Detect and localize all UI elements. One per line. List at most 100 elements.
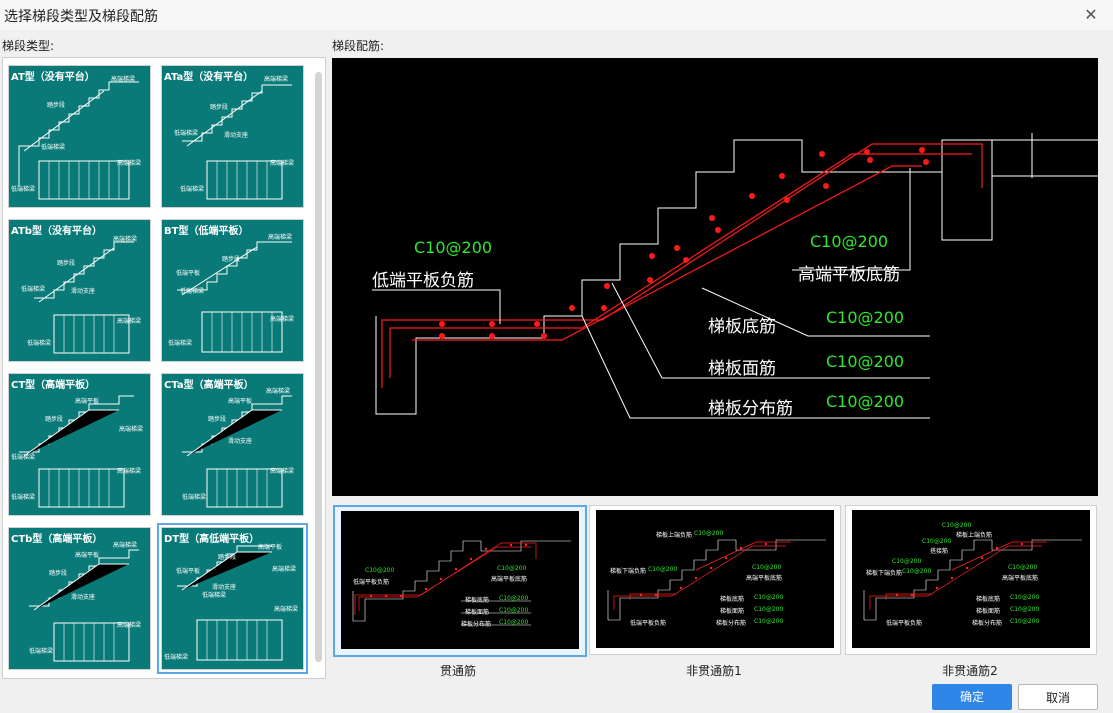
close-icon[interactable]: ✕ [1084,5,1098,24]
option-caption-non-through-1: 非贯通筋1 [686,664,742,678]
stair-type-ct[interactable]: CT型（高端平板） 高端平板 踏步段 高端梯梁 高端梯梁 低端梯梁 低端梯梁 [8,373,151,516]
low-bar-label: 低端平板负筋 [372,271,474,291]
scrollbar[interactable] [315,72,322,662]
diagram-label: 低端梯梁 [174,130,199,137]
diagram-label: 高端梯梁 [270,468,295,475]
stair-type-ata[interactable]: ATa型（没有平台） 高端梯梁 踏步段 低端梯梁 滑动支座 高端梯梁 低端梯梁 [161,65,304,208]
diagram-label: 低端梯梁 [180,288,205,295]
diagram-label: 低端梯梁 [11,494,36,501]
option-label: C10@200 [892,558,922,565]
diagram-label: 滑动支座 [224,132,249,139]
diagram-label: 滑动支座 [212,584,237,591]
diagram-label: 低端梯梁 [180,186,205,193]
stair-type-name: BT型（低端平板） [164,226,249,237]
option-label: 高端平板底筋 [491,576,528,583]
option-label: 梯板底筋 [976,596,1001,603]
stair-type-atb[interactable]: ATb型（没有平台） 高端梯梁 踏步段 低端梯梁 滑动支座 高端梯梁 低端梯梁 [8,219,151,362]
stair-type-name: CT型（高端平板） [11,380,96,391]
option-label: 搭接筋 [930,548,949,555]
diagram-label: 低端梯梁 [11,454,36,461]
option-label: C10@200 [499,607,529,614]
option-label: 梯板上端负筋 [656,532,693,539]
stair-type-name: CTb型（高端平板） [11,534,103,545]
diagram-label: 踏步段 [47,102,66,109]
stair-type-name: ATb型（没有平台） [11,226,102,237]
diagram-label: 高端梯梁 [266,388,291,395]
diagram-label: 滑动支座 [71,288,96,295]
stair-type-cta[interactable]: CTa型（高端平板） 高端梯梁 高端平板 踏步段 滑动支座 高端梯梁 低端梯梁 [161,373,304,516]
diagram-label: 低端梯梁 [29,648,54,655]
diagram-label: 踏步段 [57,260,76,267]
diagram-label: 踏步段 [45,416,64,423]
diagram-label: 高端梯梁 [117,318,142,325]
diagram-label: 低端梯梁 [168,340,193,347]
cancel-button[interactable]: 取消 [1018,684,1098,710]
option-through-bar[interactable]: C10@200 低端平板负筋 C10@200 高端平板底筋 梯板底筋 C10@2… [333,505,587,657]
bottom-bar-label: 梯板底筋 [708,317,776,337]
stair-type-label: 梯段类型: [2,39,55,53]
high-spec: C10@200 [810,232,889,251]
diagram-label: 高端平板 [228,398,253,405]
option-caption-non-through-2: 非贯通筋2 [942,664,998,678]
stair-type-list[interactable]: AT型（没有平台） 高端梯梁 踏步段 低端梯梁 高端梯梁 低端梯梁 ATa型（没… [2,57,326,679]
rebar-label: 梯段配筋: [332,39,385,53]
diagram-label: 高端梯梁 [264,76,289,83]
option-label: C10@200 [922,538,952,545]
diagram-label: 高端梯梁 [117,468,142,475]
option-preview: C10@200 低端平板负筋 C10@200 高端平板底筋 梯板底筋 C10@2… [341,511,579,649]
option-label: 梯板底筋 [720,596,745,603]
diagram-label: 踏步段 [208,416,227,423]
dist-spec: C10@200 [826,392,905,411]
window-title: 选择梯段类型及梯段配筋 [4,9,158,25]
stair-type-at[interactable]: AT型（没有平台） 高端梯梁 踏步段 低端梯梁 高端梯梁 低端梯梁 [8,65,151,208]
option-label: C10@200 [1010,618,1040,625]
option-label: 高端平板底筋 [746,575,783,582]
option-label: 梯板分布筋 [461,621,492,628]
diagram-label: 低端梯梁 [27,340,52,347]
option-non-through-1[interactable]: 梯板上端负筋 C10@200 梯板下端负筋 C10@200 C10@200 高端… [589,505,841,655]
option-label: C10@200 [694,530,724,537]
option-label: C10@200 [365,567,395,574]
option-label: 梯板面筋 [976,608,1001,615]
option-label: C10@200 [499,595,529,602]
rebar-preview: C10@200 低端平板负筋 C10@200 高端平板底筋 梯板底筋 C10@2… [332,58,1098,496]
option-label: C10@200 [752,564,782,571]
option-label: 梯板面筋 [720,608,745,615]
diagram-label: 低端梯梁 [41,144,66,151]
top-spec: C10@200 [826,352,905,371]
ok-button[interactable]: 确定 [932,684,1012,710]
diagram-label: 高端梯梁 [274,606,299,613]
diagram-label: 高端梯梁 [270,316,295,323]
option-label: 梯板分布筋 [716,620,747,627]
option-label: 梯板下端负筋 [866,570,903,577]
diagram-label: 高端梯梁 [113,236,138,243]
diagram-label: 滑动支座 [71,594,96,601]
diagram-label: 高端平板 [75,398,100,405]
dist-bar-label: 梯板分布筋 [708,399,793,419]
diagram-label: 高端梯梁 [119,426,144,433]
option-caption-through: 贯通筋 [439,664,476,678]
diagram-label: 高端梯梁 [270,160,295,167]
diagram-label: 低端梯梁 [202,592,227,599]
stair-type-dt[interactable]: DT型（高低端平板） 高端平板 踏步段 低端平板 高端梯梁 滑动支座 低端梯梁 … [157,523,308,674]
option-label: C10@200 [754,618,784,625]
diagram-label: 高端平板 [258,544,283,551]
option-label: 梯板底筋 [465,597,490,604]
option-label: 低端平板负筋 [886,620,923,627]
diagram-label: 低端梯梁 [21,286,46,293]
stair-type-ctb[interactable]: CTb型（高端平板） 高端梯梁 高端平板 踏步段 滑动支座 高端梯梁 低端梯梁 [8,527,151,670]
option-non-through-2[interactable]: C10@200 梯板上端负筋 C10@200 搭接筋 C10@200 梯板下端负… [845,505,1097,655]
diagram-label: 滑动支座 [228,438,253,445]
option-label: C10@200 [648,566,678,573]
diagram-label: 高端梯梁 [117,622,142,629]
top-bar-label: 梯板面筋 [708,359,776,379]
option-label: C10@200 [902,568,932,575]
option-preview: C10@200 梯板上端负筋 C10@200 搭接筋 C10@200 梯板下端负… [852,510,1090,648]
option-label: 梯板下端负筋 [610,568,647,575]
stair-type-name: CTa型（高端平板） [164,380,254,391]
diagram-label: 踏步段 [222,256,241,263]
diagram-label: 踏步段 [49,570,68,577]
stair-type-bt[interactable]: BT型（低端平板） 高端梯梁 踏步段 低端平板 低端梯梁 高端梯梁 低端梯梁 [161,219,304,362]
diagram-label: 低端梯梁 [11,186,36,193]
option-label: C10@200 [942,522,972,529]
